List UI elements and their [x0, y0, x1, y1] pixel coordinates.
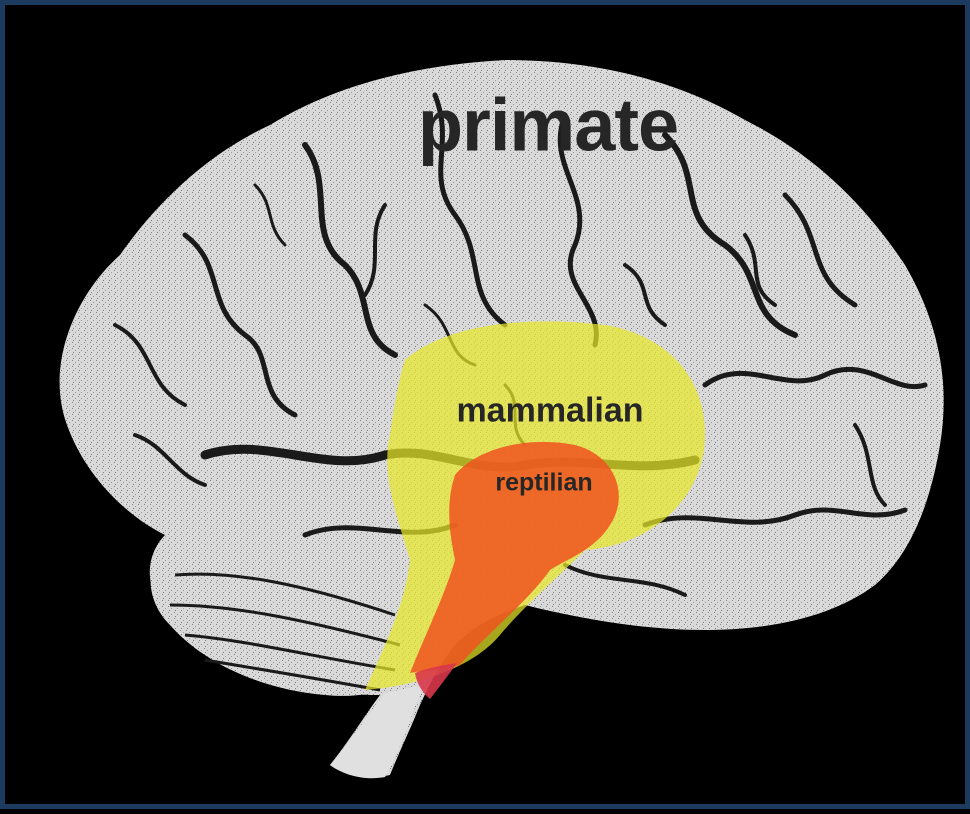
primate-label: primate: [418, 83, 678, 168]
mammalian-label: mammalian: [456, 392, 643, 431]
brainstem-shape: [330, 685, 423, 778]
reptilian-label: reptilian: [495, 469, 592, 498]
